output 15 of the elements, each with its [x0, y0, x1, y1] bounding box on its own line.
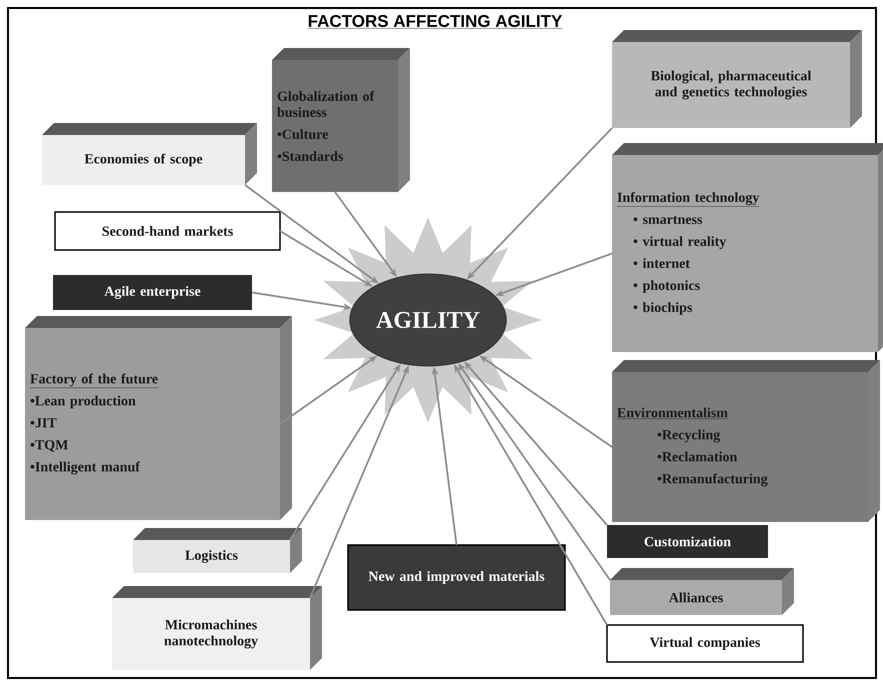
factor-box: Logistics	[133, 528, 302, 573]
factor-box: Biological, pharmaceutical and genetics technologies	[612, 30, 862, 128]
factor-box: Environmentalism •Recycling •Reclamation •Remanufacturing	[612, 360, 880, 522]
factor-box: Second-hand markets	[54, 211, 281, 251]
title: FACTORS AFFECTING AGILITY	[307, 14, 563, 29]
factor-box: Alliances	[610, 568, 794, 615]
factor-box: Economies of scope	[42, 123, 257, 185]
factor-box: Customization	[607, 525, 768, 558]
factor-box: Globalization of business •Culture •Standards	[272, 48, 410, 192]
factor-box: Micromachines nanotechnology	[112, 586, 322, 670]
factor-box: Information technology • smartness • virtual reality • internet • photonics • biochips	[612, 143, 883, 352]
factor-box: Factory of the future •Lean production •JIT •TQM •Intelligent manuf	[25, 316, 292, 520]
factor-box: Virtual companies	[606, 624, 804, 663]
factor-box: New and improved materials	[347, 544, 566, 611]
factor-box: Agile enterprise	[53, 275, 252, 310]
